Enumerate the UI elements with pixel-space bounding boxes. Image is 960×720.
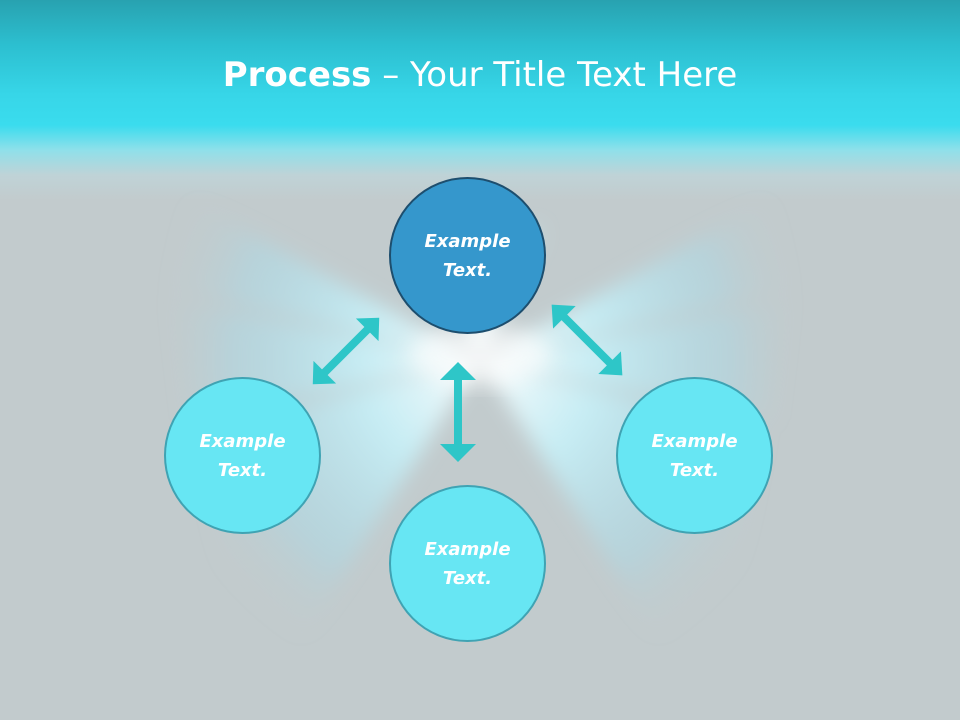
node-left-label-line2: Text. xyxy=(217,459,268,481)
node-right-label-line2: Text. xyxy=(669,459,720,481)
burst-core-glow xyxy=(410,325,550,385)
slide-title: Process – Your Title Text Here xyxy=(0,52,960,98)
double-arrow-top-bottom xyxy=(440,362,476,462)
node-top-label-line2: Text. xyxy=(442,259,493,281)
node-left-label-line1: Example xyxy=(199,430,286,452)
header-band xyxy=(0,0,960,200)
node-top-label-line1: Example xyxy=(424,230,511,252)
node-bottom-label-line2: Text. xyxy=(442,567,493,589)
title-rest: – Your Title Text Here xyxy=(371,55,738,95)
double-arrow-top-left xyxy=(312,317,380,385)
double-arrow-top-right xyxy=(551,304,623,376)
node-right-label-line1: Example xyxy=(651,430,738,452)
title-bold: Process xyxy=(222,55,372,95)
burst-wing-left-upper xyxy=(175,200,480,360)
node-bottom-label-line1: Example xyxy=(424,538,511,560)
